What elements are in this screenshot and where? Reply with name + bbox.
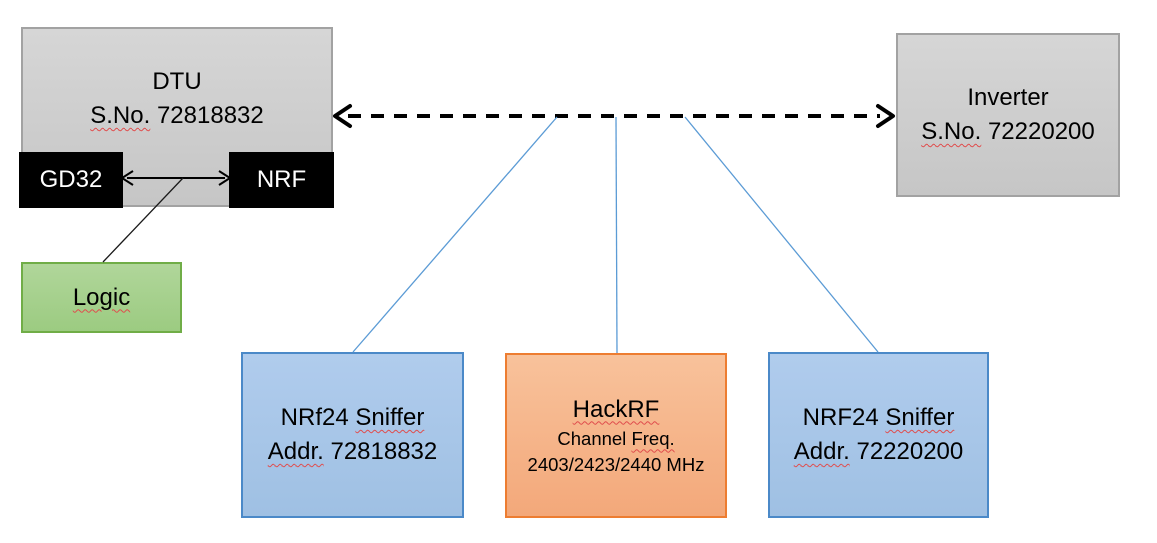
tap-line-sniffer-left (352, 116, 558, 353)
dtu-title: DTU (152, 68, 202, 95)
inverter-title: Inverter (967, 84, 1049, 111)
nrf-chip-box: NRF (229, 152, 334, 208)
hackrf-title: HackRF (572, 395, 660, 423)
inverter-serial: S.No. 72220200 (921, 118, 1095, 145)
sniffer-left-title: NRf24 Sniffer (280, 404, 425, 431)
sniffer-right-addr: Addr. 72220200 (793, 438, 964, 465)
hackrf-box: HackRF Channel Freq. 2403/2423/2440 MHz (505, 353, 727, 518)
inverter-box: Inverter S.No. 72220200 (896, 33, 1120, 197)
sniffer-right-title: NRF24 Sniffer (802, 404, 955, 431)
dtu-serial: S.No. 72818832 (90, 102, 264, 129)
hackrf-frequencies: 2403/2423/2440 MHz (527, 453, 705, 475)
tap-line-hackrf (615, 116, 618, 354)
gd32-label: GD32 (39, 166, 103, 193)
sniffer-left-addr: Addr. 72818832 (267, 438, 438, 465)
tap-line-sniffer-right (684, 116, 879, 353)
sniffer-right-box: NRF24 Sniffer Addr. 72220200 (768, 352, 989, 518)
sniffer-left-box: NRf24 Sniffer Addr. 72818832 (241, 352, 464, 518)
hackrf-subtitle: Channel Freq. (557, 427, 675, 449)
nrf-label: NRF (256, 166, 307, 193)
arrowhead-left-icon (333, 104, 352, 128)
arrowhead-right-icon (876, 104, 895, 128)
logic-box: Logic (21, 262, 182, 333)
gd32-chip-box: GD32 (19, 152, 123, 208)
rf-link-dashed-arrow (333, 104, 895, 128)
logic-label: Logic (72, 283, 131, 311)
